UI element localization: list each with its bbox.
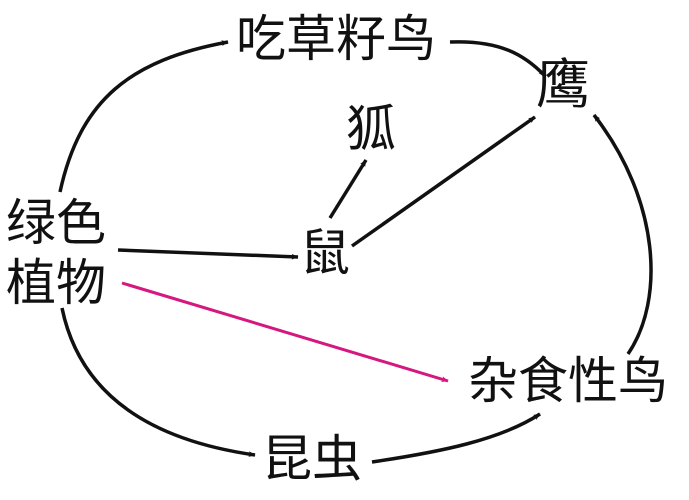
arrow-seed-bird-to-hawk (449, 40, 547, 78)
node-hawk: 鹰 (536, 53, 590, 116)
node-insect: 昆虫 (262, 430, 362, 488)
arrow-mouse-to-hawk (350, 115, 537, 248)
node-fox: 狐 (346, 100, 396, 158)
arrow-omnivore-bird-to-hawk (592, 113, 653, 355)
node-mouse: 鼠 (300, 224, 350, 282)
arrow-plants-to-seed-bird (58, 40, 229, 193)
node-green-plants-line1: 绿色 (6, 194, 106, 252)
node-omnivore-bird: 杂食性鸟 (468, 352, 668, 410)
node-green-plants-line2: 植物 (6, 254, 106, 312)
arrow-mouse-to-fox (328, 159, 368, 219)
arrow-plants-to-insect (60, 307, 256, 457)
arrow-insect-to-omnivore-bird (371, 412, 541, 464)
arrow-plants-to-mouse (117, 248, 299, 260)
node-seed-bird: 吃草籽鸟 (236, 10, 436, 68)
arrow-plants-to-omnivore-bird (121, 281, 449, 383)
